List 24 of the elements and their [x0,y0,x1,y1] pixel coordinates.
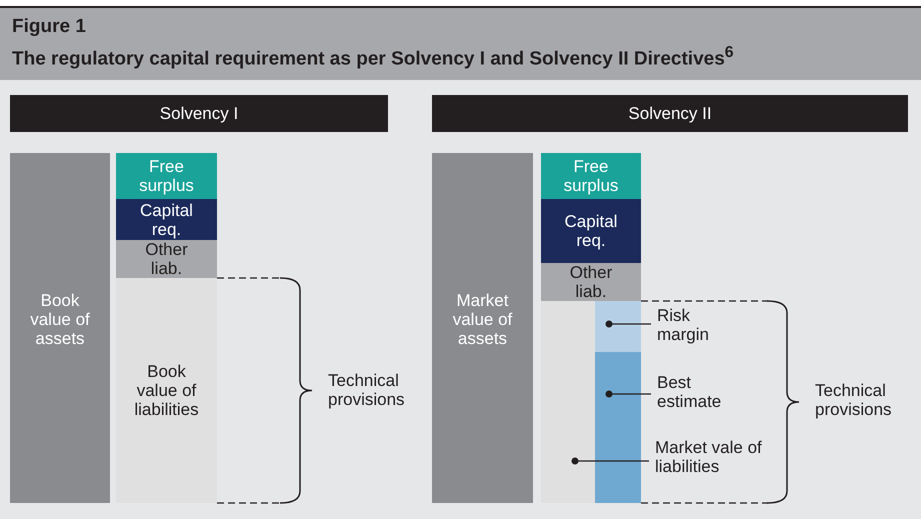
figure-number: Figure 1 [12,16,86,38]
panel-header: Solvency II [432,95,908,132]
callout-text: Best estimate [657,373,737,411]
leader-line [572,458,649,464]
stack-segment [595,352,641,503]
stack-segment: Capital req. [541,199,641,263]
stack-segment: Book value of liabilities [116,278,217,503]
bracket-label: Technical provisions [328,371,406,409]
stack-segment: Free surplus [116,153,217,199]
leader-line [606,320,651,328]
panel-header: Solvency I [10,95,388,132]
asset-bar: Market value of assets [432,153,533,503]
bracket-label: Technical provisions [815,381,893,419]
leader-line [606,390,651,398]
figure-title: The regulatory capital requirement as per Solvency I and Solvency II Directives$^{6}$ [12,44,734,70]
stack-segment: Other liab. [541,263,641,301]
stack-segment: Capital req. [116,199,217,240]
stack-segment: Other liab. [116,240,217,278]
asset-bar: Book value of assets [10,153,110,503]
stack-segment: Free surplus [541,153,641,199]
callout-text: Market vale of liabilities [655,438,765,476]
callout-text: Risk margin [657,306,727,344]
stack-segment [541,301,595,503]
stack-segment [595,301,641,352]
